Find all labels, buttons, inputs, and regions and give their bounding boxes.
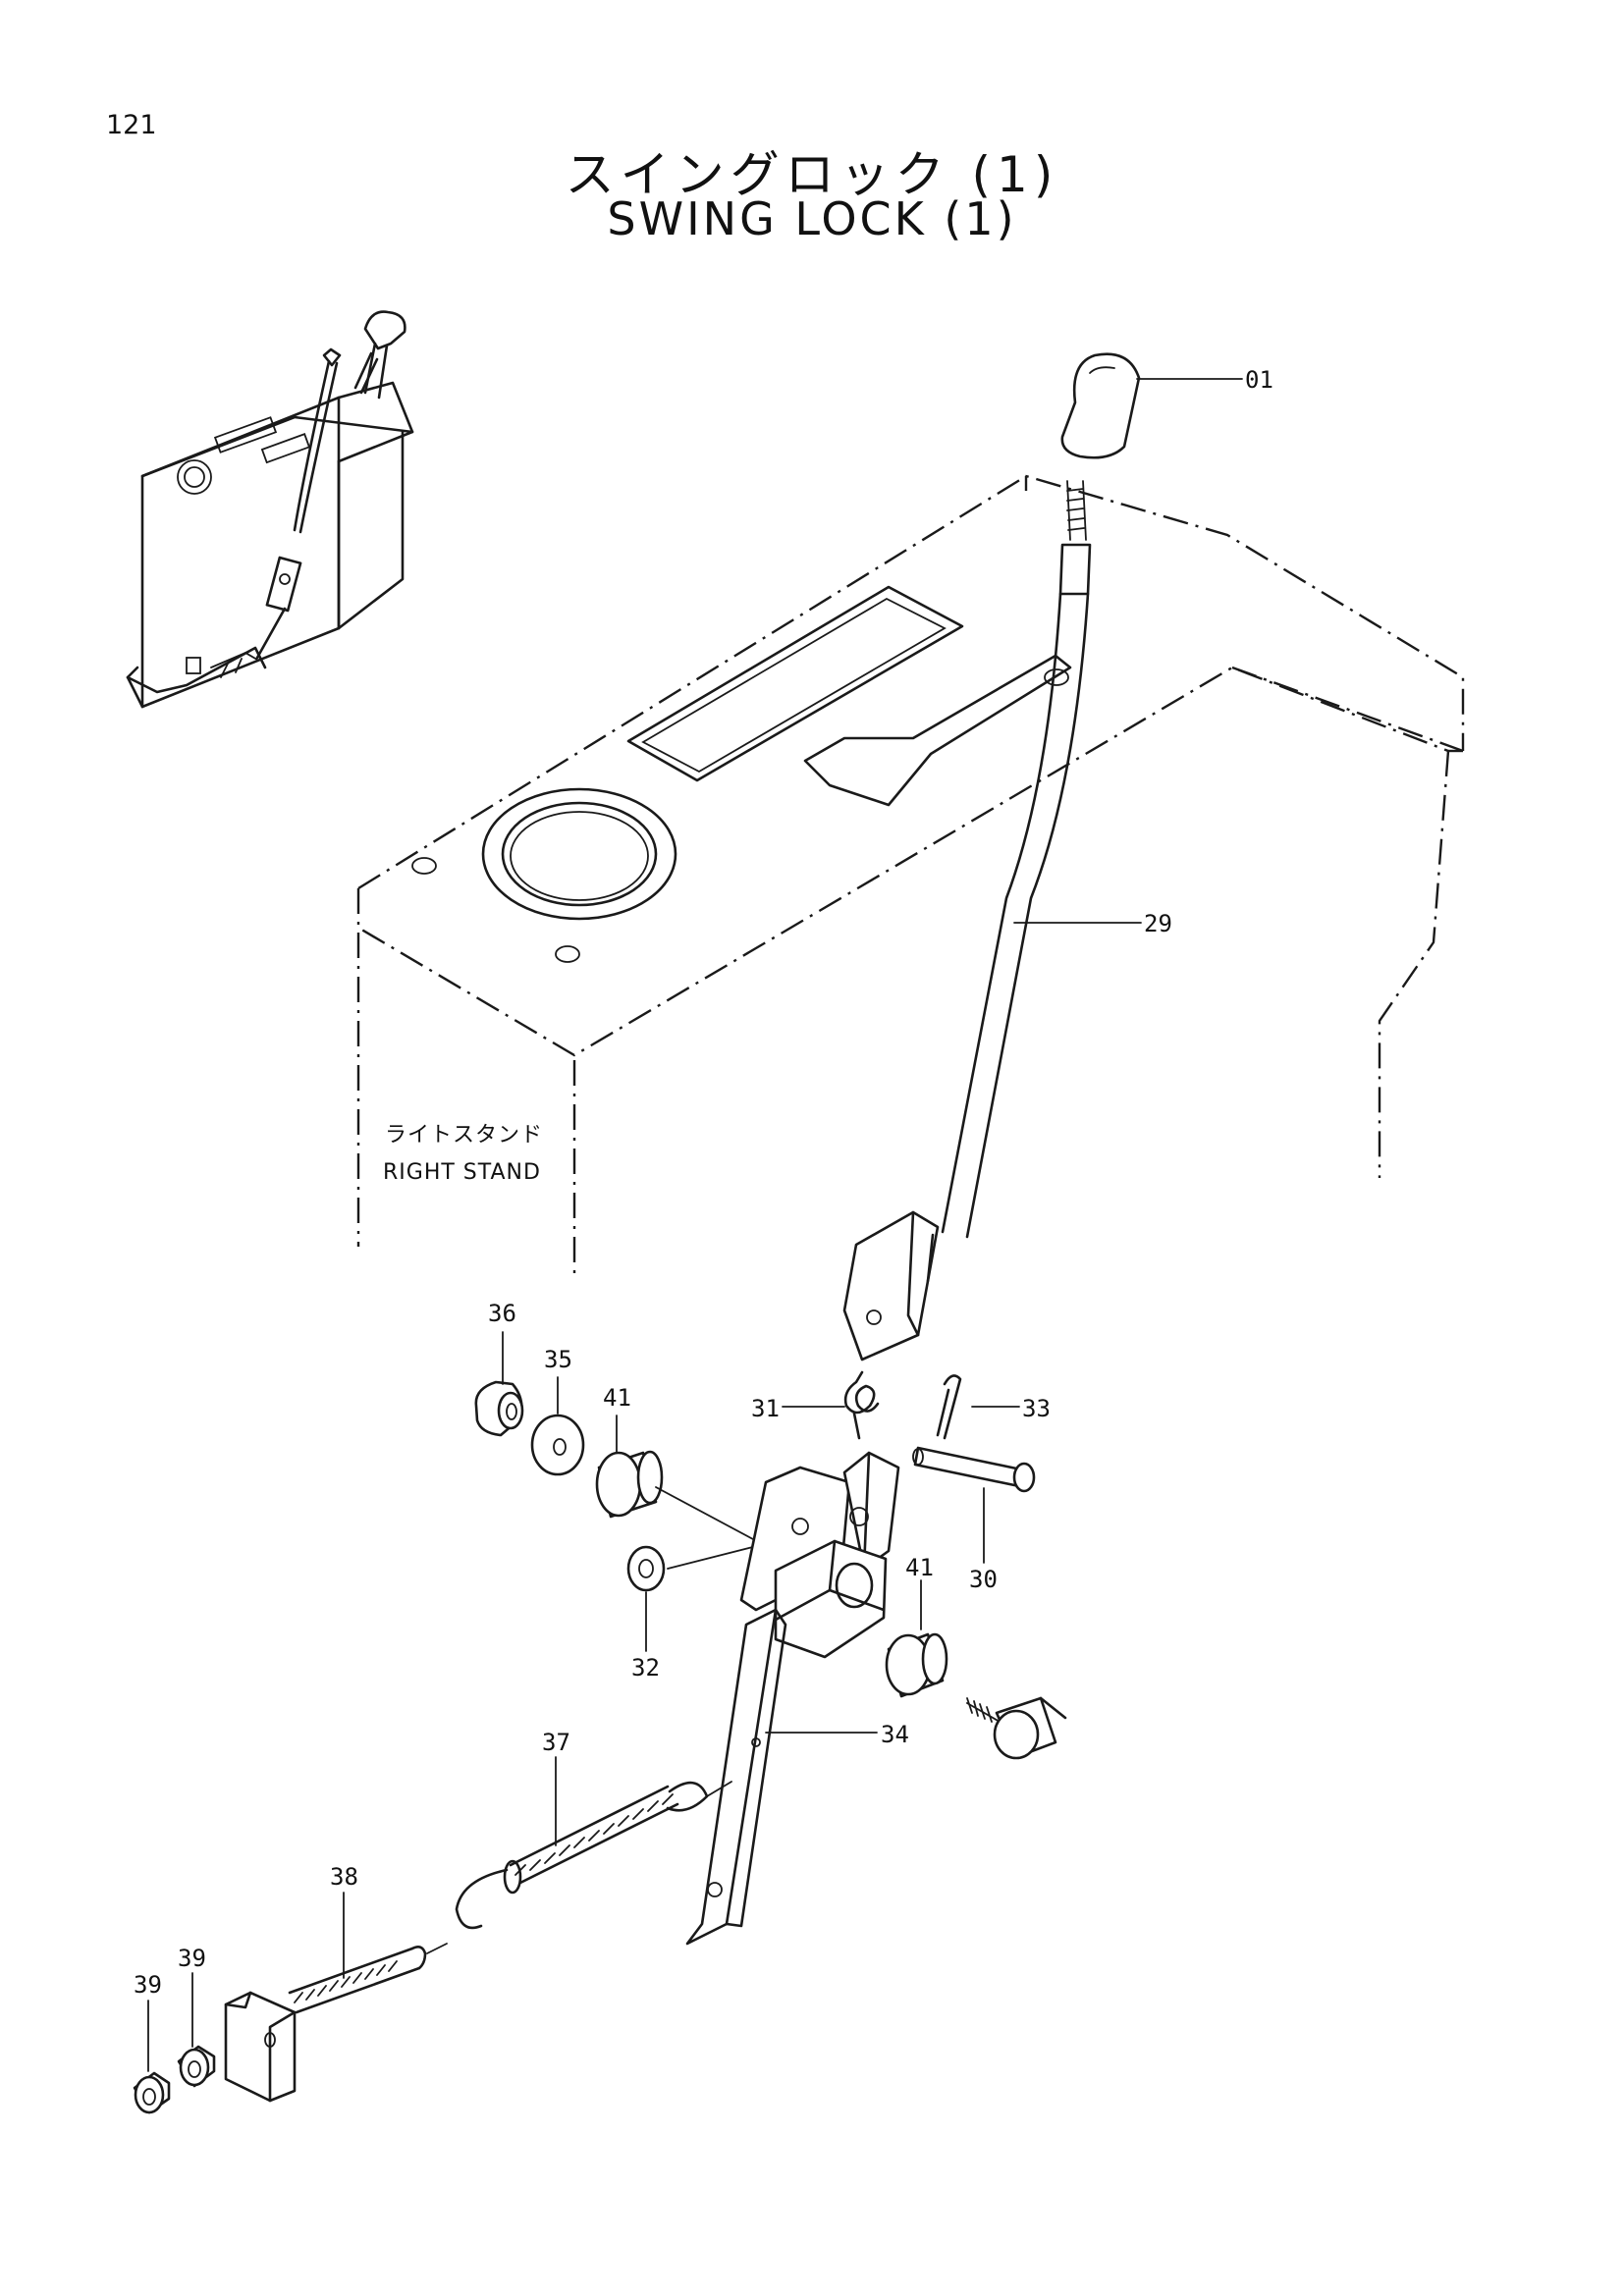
part-39-nut-inner bbox=[177, 2045, 216, 2088]
label-part-41-upper: 41 bbox=[603, 1384, 631, 1412]
label-part-29: 29 bbox=[1144, 910, 1172, 937]
part-41-bushing-upper bbox=[595, 1450, 767, 1547]
part-37-spring bbox=[455, 1781, 732, 1930]
label-part-01: 01 bbox=[1245, 366, 1273, 394]
label-part-39-outer: 39 bbox=[134, 1971, 162, 1999]
label-part-35: 35 bbox=[544, 1346, 572, 1373]
part-29-lever bbox=[842, 480, 1092, 1362]
label-part-31: 31 bbox=[751, 1395, 780, 1422]
right-stand-label-japanese: ライトスタンド bbox=[385, 1123, 543, 1148]
label-part-30: 30 bbox=[969, 1566, 998, 1593]
label-part-37: 37 bbox=[542, 1729, 570, 1756]
page-title-english: SWING LOCK (1) bbox=[607, 192, 1017, 245]
label-part-33: 33 bbox=[1022, 1395, 1051, 1422]
part-35-washer bbox=[530, 1414, 585, 1476]
part-01-knob bbox=[1060, 352, 1141, 459]
label-part-32: 32 bbox=[631, 1654, 660, 1682]
console-stand-outline bbox=[356, 474, 1465, 1276]
right-stand-label-english: RIGHT STAND bbox=[383, 1160, 541, 1185]
mounting-plate bbox=[224, 1991, 297, 2103]
page-number: 121 bbox=[106, 110, 157, 140]
part-39-nut-outer bbox=[133, 2071, 171, 2114]
page-title-japanese: スイングロック (1) bbox=[565, 146, 1059, 203]
label-part-36: 36 bbox=[488, 1300, 516, 1327]
label-part-38: 38 bbox=[330, 1863, 358, 1891]
right-stand-label: ライトスタンド RIGHT STAND bbox=[383, 1123, 543, 1185]
part-34-bracket bbox=[685, 1451, 900, 1946]
label-part-39-inner: 39 bbox=[178, 1945, 206, 1972]
part-33-cotter-pin bbox=[936, 1374, 962, 1440]
part-number-labels: 01 29 36 35 41 31 33 30 41 32 34 37 38 3… bbox=[134, 366, 1273, 1999]
label-part-34: 34 bbox=[881, 1721, 909, 1748]
part-41-bushing-lower bbox=[885, 1632, 948, 1698]
part-31-torsion-spring bbox=[843, 1370, 880, 1440]
inset-unit-view bbox=[126, 310, 414, 709]
stud-right bbox=[966, 1696, 1067, 1760]
part-38-threaded-rod bbox=[288, 1943, 448, 2014]
part-32-washer bbox=[626, 1535, 796, 1592]
part-36-nut bbox=[474, 1380, 524, 1437]
leader-lines bbox=[147, 378, 1243, 2072]
label-part-41-lower: 41 bbox=[905, 1554, 934, 1581]
part-30-pin bbox=[912, 1446, 1036, 1493]
